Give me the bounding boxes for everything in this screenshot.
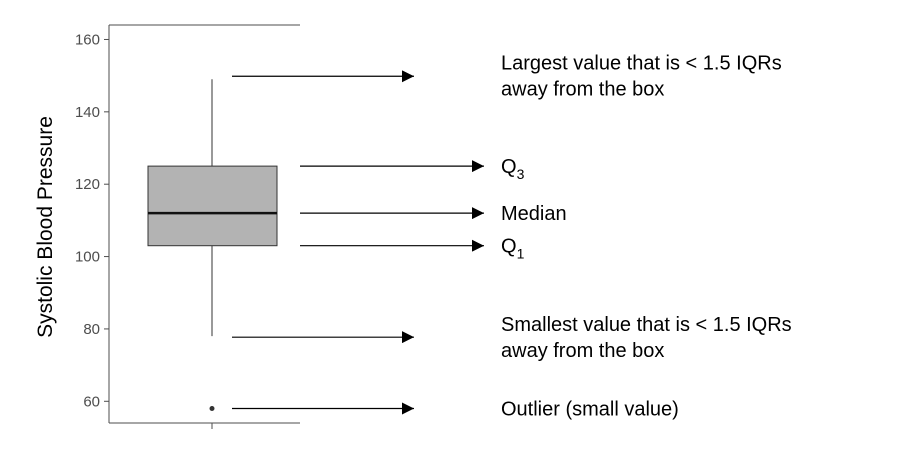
annotation-text-whisker-high: away from the box: [501, 78, 664, 100]
annotation-text-median: Median: [501, 203, 567, 225]
y-tick-label: 160: [75, 31, 100, 48]
y-tick-label: 60: [83, 393, 100, 410]
annotation-label-base: Q: [501, 236, 517, 258]
outlier-point: [209, 406, 215, 412]
y-axis-label: Systolic Blood Pressure: [34, 116, 57, 338]
annotation-text-outlier: Outlier (small value): [501, 399, 679, 421]
annotation-text-whisker-low: away from the box: [501, 340, 664, 362]
y-tick-label: 100: [75, 249, 100, 266]
y-tick-label: 80: [83, 321, 100, 338]
y-tick-label: 140: [75, 104, 100, 121]
annotation-text-whisker-low: Smallest value that is < 1.5 IQRs: [501, 314, 792, 336]
annotation-label-subscript: 3: [517, 166, 525, 182]
annotation-label-q1: Q1: [501, 236, 525, 262]
annotation-label-q3: Q3: [501, 156, 525, 182]
iqr-box: [147, 165, 278, 247]
annotation-label-base: Q: [501, 156, 517, 178]
annotation-label-subscript: 1: [517, 246, 525, 262]
y-tick-label: 120: [75, 176, 100, 193]
annotation-text-whisker-high: Largest value that is < 1.5 IQRs: [501, 52, 782, 74]
